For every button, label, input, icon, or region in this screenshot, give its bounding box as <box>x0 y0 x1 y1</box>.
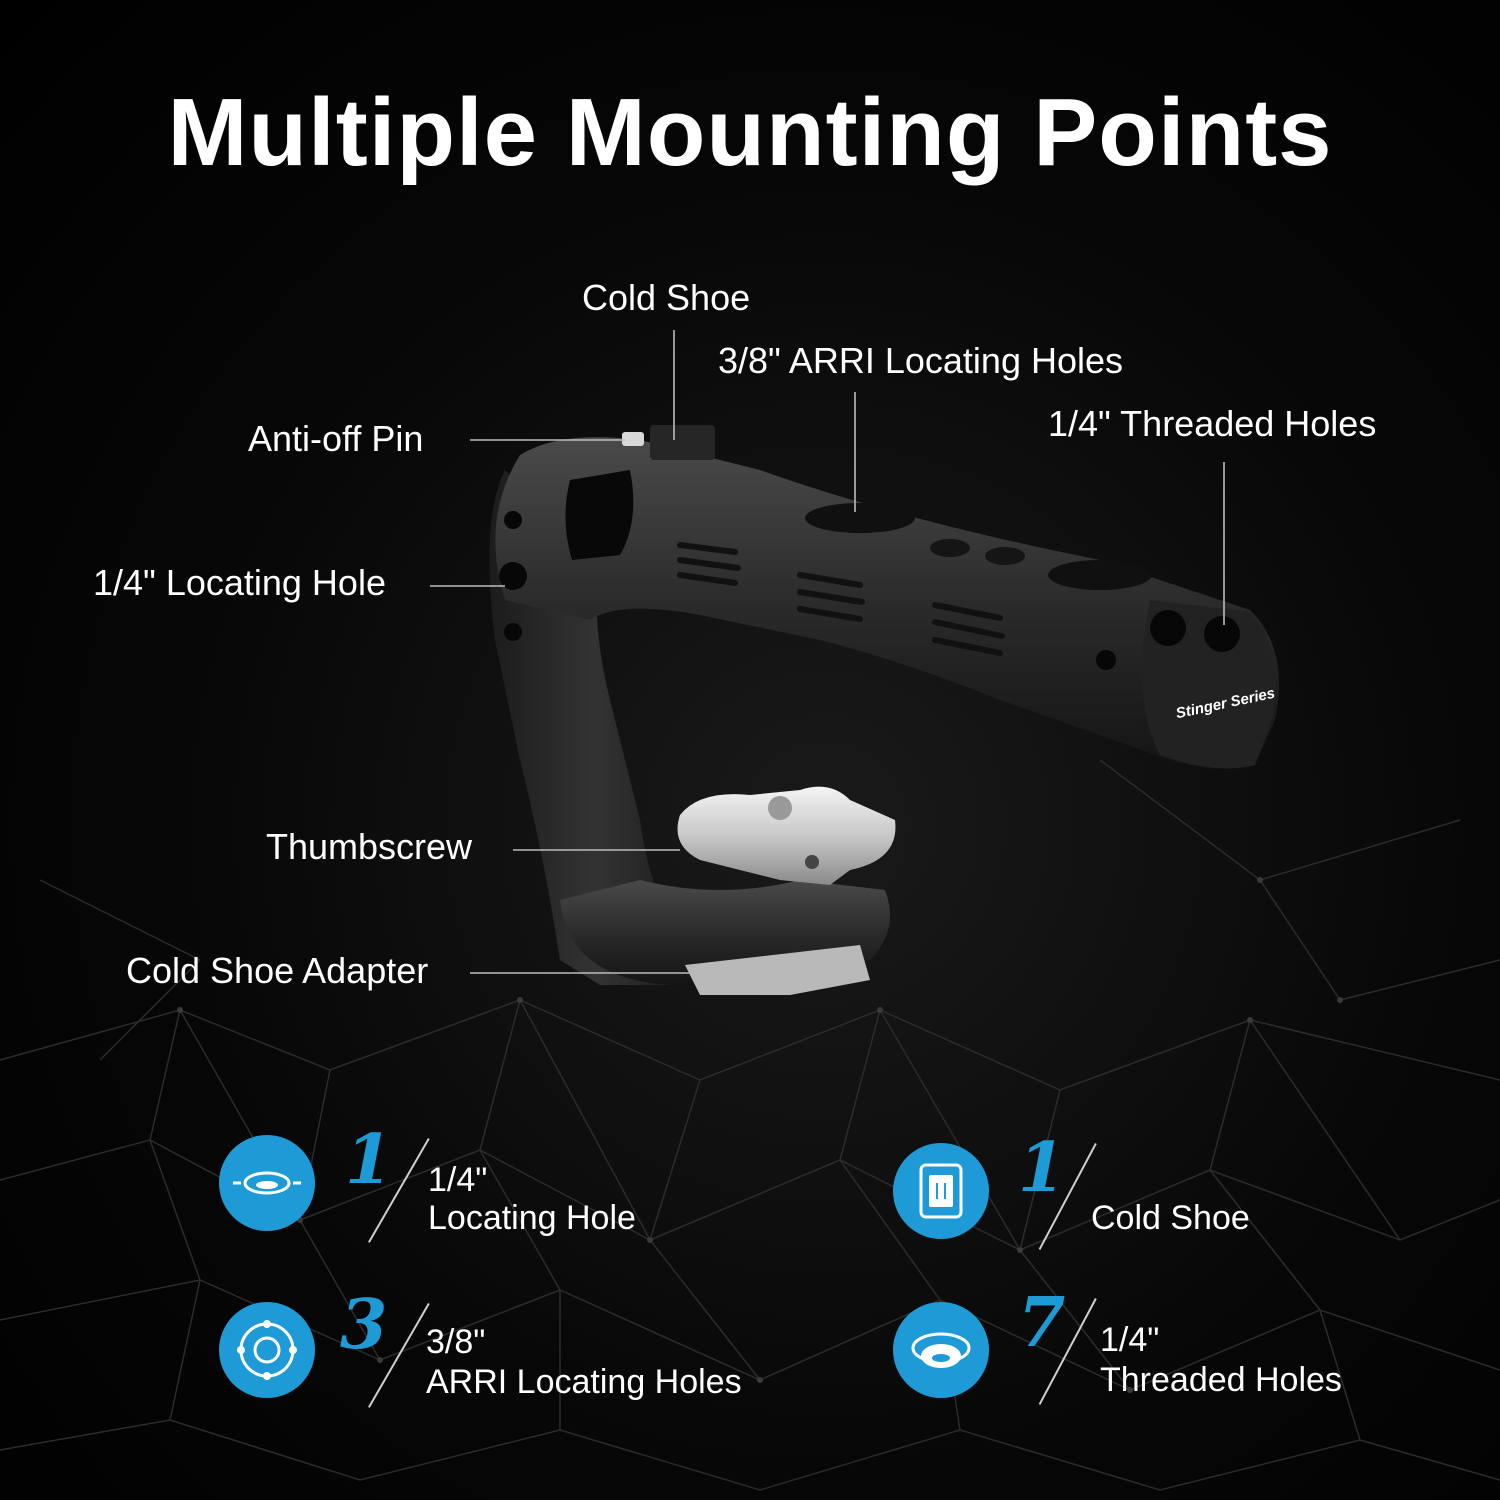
cold-shoe-mount <box>650 425 715 460</box>
side-hole <box>1096 650 1116 670</box>
grip-grooves <box>677 542 1005 656</box>
anti-off-pin <box>622 432 644 446</box>
stat-count: 1 <box>1018 1128 1066 1208</box>
threaded-hole <box>1150 610 1186 646</box>
locating-hole-icon <box>219 1135 315 1231</box>
stat-label-line1: 1/4" <box>428 1161 488 1199</box>
stat-label-line1: 3/8" <box>426 1323 486 1361</box>
stat-count: 1 <box>345 1120 393 1200</box>
side-hole <box>504 511 522 529</box>
threaded-hole <box>985 547 1025 565</box>
thumbscrew-center <box>768 796 792 820</box>
callout-anti-off-pin: Anti-off Pin <box>248 418 424 459</box>
thumbscrew-hole <box>805 855 819 869</box>
cold-shoe-icon <box>893 1143 989 1239</box>
arri-holes-icon <box>219 1302 315 1398</box>
cold-shoe-adapter-plate <box>685 945 870 995</box>
stat-label-line1: 1/4" <box>1100 1321 1160 1359</box>
callout-cold-shoe-adapter: Cold Shoe Adapter <box>126 950 429 991</box>
page-title: Multiple Mounting Points <box>167 79 1333 186</box>
stat-label-line2: Locating Hole <box>428 1199 636 1237</box>
handle-top-grip <box>495 437 1280 769</box>
stat-label-line2: Cold Shoe <box>1091 1199 1250 1237</box>
arri-hole <box>805 503 915 533</box>
stat-label-line2: Threaded Holes <box>1100 1361 1342 1399</box>
callout-thumbscrew: Thumbscrew <box>266 826 473 867</box>
threaded-hole <box>1204 616 1240 652</box>
side-hole <box>504 623 522 641</box>
callout-locating-hole: 1/4" Locating Hole <box>93 562 386 603</box>
callout-cold-shoe: Cold Shoe <box>582 277 751 318</box>
stat-count: 3 <box>340 1285 388 1365</box>
threaded-holes-icon <box>893 1302 989 1398</box>
stat-label-line2: ARRI Locating Holes <box>426 1363 742 1401</box>
thumbscrew-knob <box>677 786 896 885</box>
callout-arri-holes: 3/8" ARRI Locating Holes <box>718 340 1123 381</box>
arri-hole <box>1048 560 1152 590</box>
stat-count: 7 <box>1018 1283 1066 1363</box>
handle-top-slot <box>565 470 634 560</box>
threaded-hole <box>930 539 970 557</box>
callout-threaded-holes: 1/4" Threaded Holes <box>1048 403 1377 444</box>
locating-hole <box>499 562 527 590</box>
